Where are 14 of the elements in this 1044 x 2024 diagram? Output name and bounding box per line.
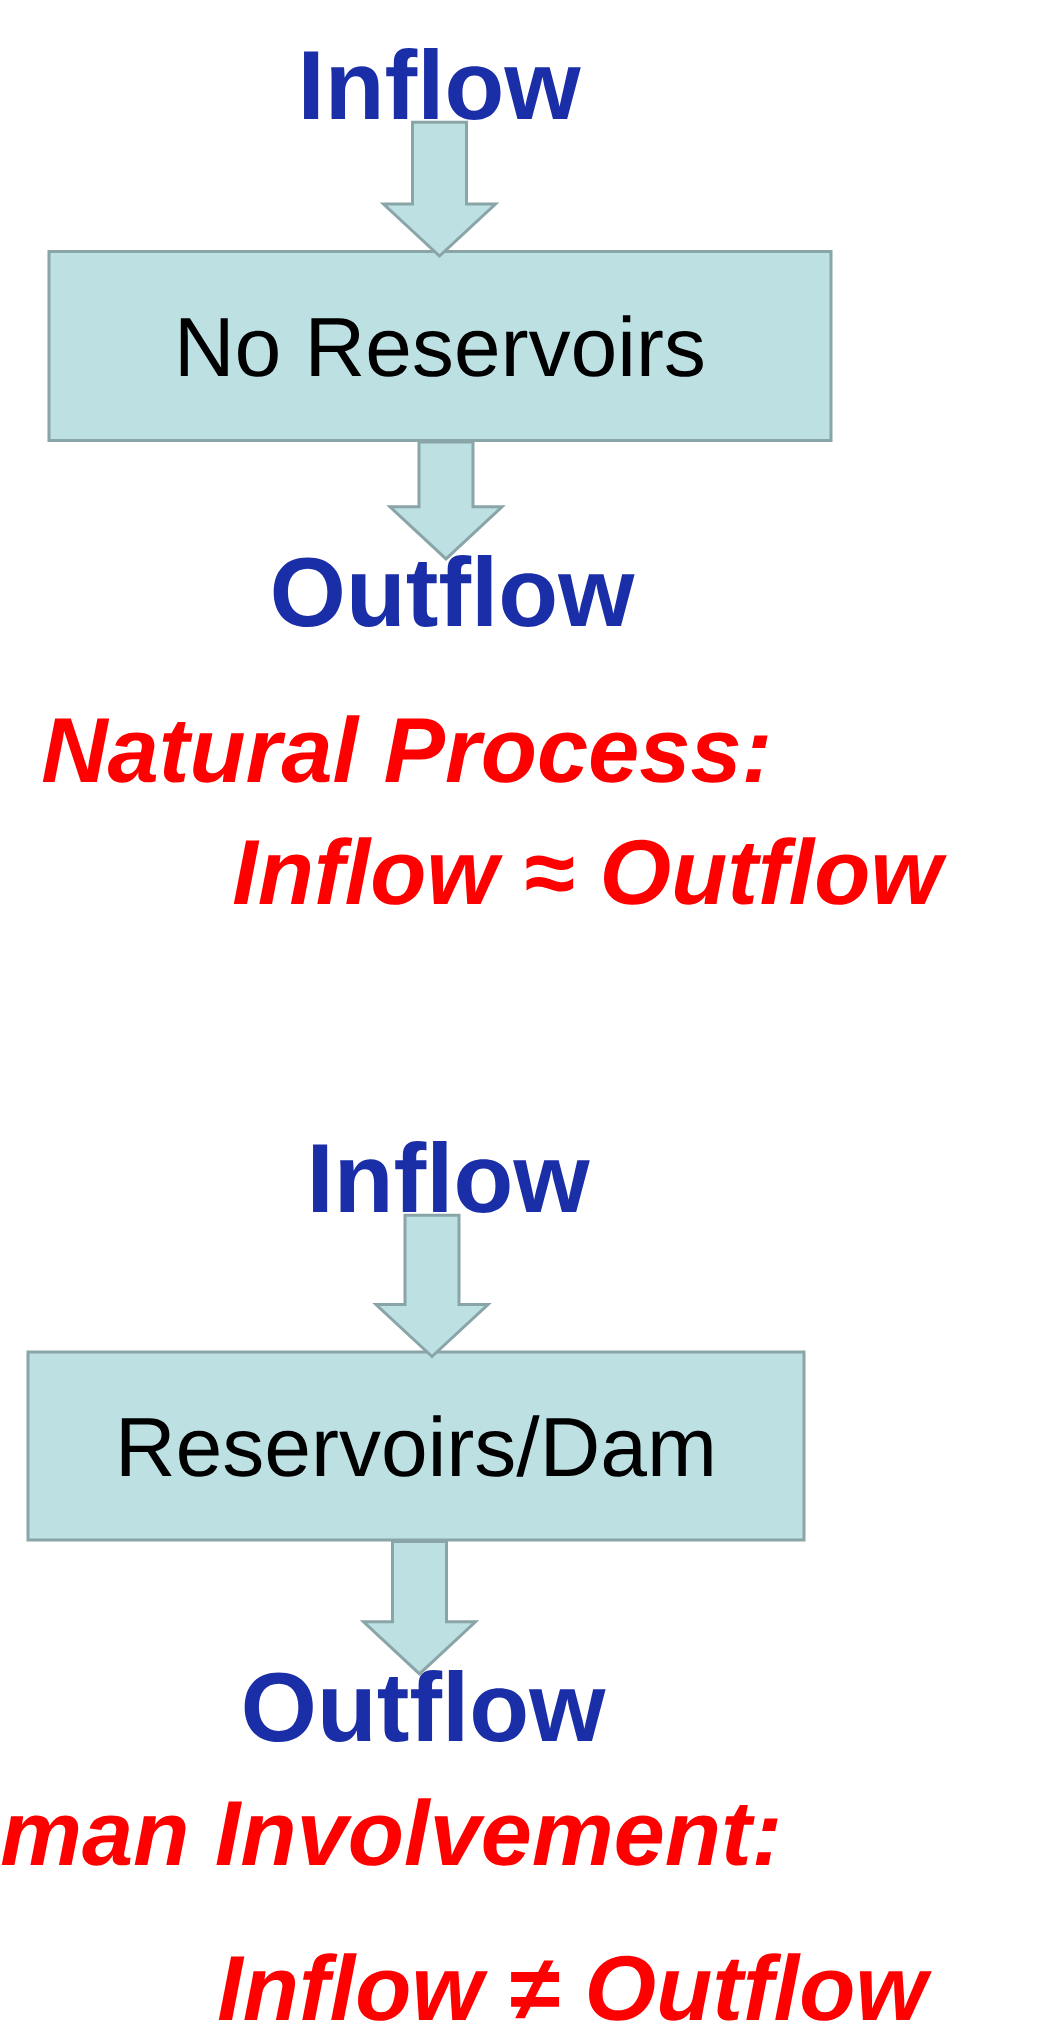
block-arrow xyxy=(386,440,506,561)
block-arrow xyxy=(359,1540,480,1676)
process-box: Reservoirs/Dam xyxy=(26,1350,806,1542)
process-box: No Reservoirs xyxy=(47,250,833,442)
statement-text: Inflow ≠ Outflow xyxy=(218,1953,932,2021)
statement-text: Natural Process: xyxy=(42,715,768,783)
block-arrow xyxy=(372,1213,492,1359)
statement-text: Inflow ≈ Outflow xyxy=(233,837,947,905)
block-arrow xyxy=(379,120,500,259)
statement-text: man Involvement: xyxy=(1,1798,778,1866)
flow-label: Outflow xyxy=(244,1670,606,1742)
flow-label: Inflow xyxy=(313,1141,590,1213)
flow-label: Outflow xyxy=(273,555,635,627)
flow-label: Inflow xyxy=(304,48,581,120)
